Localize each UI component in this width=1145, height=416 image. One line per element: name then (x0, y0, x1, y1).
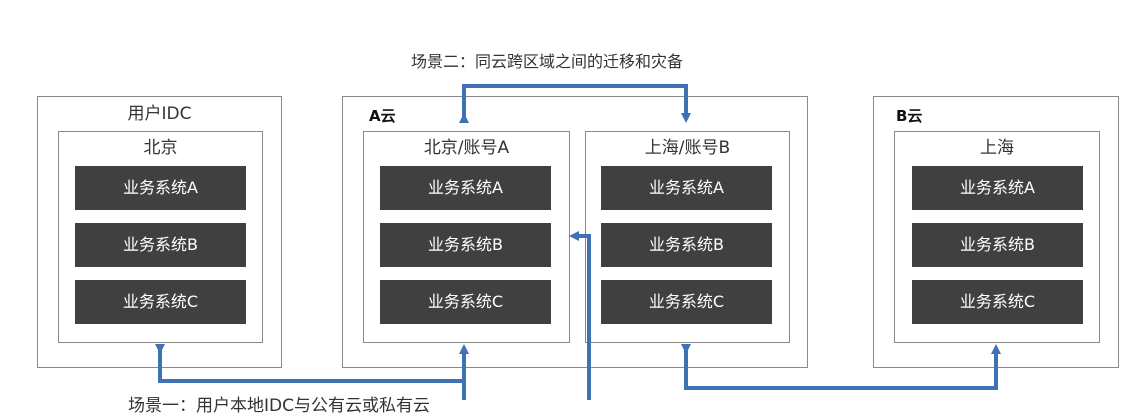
cloud-a-shanghai-title: 上海/账号B (644, 138, 731, 158)
scene1-label: 场景一：用户本地IDC与公有云或私有云 (128, 396, 430, 416)
idc-system-b: 业务系统B (75, 223, 246, 267)
a-sh-system-b: 业务系统B (601, 223, 772, 267)
arrow-into-system-b (569, 231, 591, 400)
scene2-label: 场景二：同云跨区域之间的迁移和灾备 (411, 52, 684, 71)
idc-beijing-region: 北京 业务系统A 业务系统B 业务系统C (58, 131, 263, 343)
a-bj-system-c: 业务系统C (380, 280, 551, 324)
user-idc-box: 用户IDC 北京 业务系统A 业务系统B 业务系统C (37, 96, 282, 368)
b-sh-system-b: 业务系统B (912, 223, 1083, 267)
cloud-a-beijing-region: 北京/账号A 业务系统A 业务系统B 业务系统C (363, 131, 570, 343)
cloud-a-shanghai-region: 上海/账号B 业务系统A 业务系统B 业务系统C (585, 131, 790, 343)
cloud-b-box: B云 上海 业务系统A 业务系统B 业务系统C (873, 96, 1119, 368)
connector-arrows (155, 84, 1001, 400)
arrow-idc-to-cloud-a (155, 344, 469, 383)
arrow-scene2 (459, 84, 691, 123)
idc-system-c: 业务系统C (75, 280, 246, 324)
a-bj-system-b: 业务系统B (380, 223, 551, 267)
cloud-a-box: A云 北京/账号A 业务系统A 业务系统B 业务系统C 上海/账号B 业务系统A… (342, 96, 808, 368)
b-sh-system-c: 业务系统C (912, 280, 1083, 324)
cloud-b-shanghai-region: 上海 业务系统A 业务系统B 业务系统C (894, 131, 1100, 343)
a-sh-system-c: 业务系统C (601, 280, 772, 324)
user-idc-title: 用户IDC (127, 104, 192, 124)
idc-system-a: 业务系统A (75, 166, 246, 210)
a-bj-system-a: 业务系统A (380, 166, 551, 210)
cloud-b-title: B云 (896, 107, 923, 125)
cloud-b-shanghai-title: 上海 (980, 138, 1014, 158)
idc-beijing-title: 北京 (143, 138, 178, 158)
arrow-cloud-a-to-cloud-b (681, 344, 1001, 390)
a-sh-system-a: 业务系统A (601, 166, 772, 210)
b-sh-system-a: 业务系统A (912, 166, 1083, 210)
cloud-a-beijing-title: 北京/账号A (423, 138, 510, 158)
cloud-a-title: A云 (369, 107, 396, 125)
